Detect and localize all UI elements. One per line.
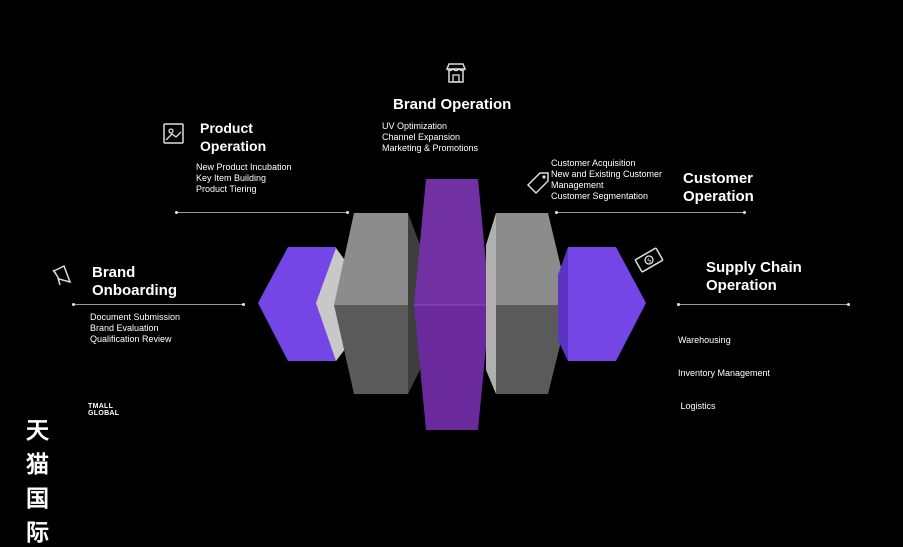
list-item: Logistics: [678, 401, 716, 411]
customer-operation-title-line-2: Operation: [683, 188, 754, 205]
list-item: Warehousing: [678, 335, 731, 345]
list-item: Channel Expansion: [382, 132, 461, 142]
product-operation-title: Product Operation: [200, 119, 266, 155]
left-gray-block-bottom: [334, 305, 408, 394]
supply-chain-operation-title: Supply Chain Operation: [706, 259, 802, 295]
svg-text:$: $: [646, 257, 653, 265]
logo-chinese: 天猫国际: [26, 418, 50, 546]
image-frame-icon: [163, 123, 184, 144]
list-item: Inventory Management: [678, 368, 771, 378]
supply-chain-operation-title-line-2: Operation: [706, 277, 777, 294]
customer-operation-title: Customer Operation: [683, 170, 754, 206]
price-tag-icon: [526, 172, 549, 195]
brand-onboarding-title-line-1: Brand: [92, 264, 136, 281]
center-purple-column-bottom: [414, 305, 490, 430]
logo-english: TMALL GLOBAL: [88, 403, 120, 417]
left-gray-block-top: [334, 213, 408, 305]
customer-operation-title-line-1: Customer: [683, 170, 754, 187]
supply-chain-operation-title-line-1: Supply Chain: [706, 259, 802, 276]
right-violet-cube-front: [568, 247, 646, 361]
megaphone-icon: [52, 264, 72, 286]
right-gray-block-bottom: [496, 305, 570, 394]
storefront-icon: [445, 63, 467, 83]
product-operation-list: New Product Incubation Key Item Building…: [196, 162, 292, 195]
brand-operation-list: UV Optimization Channel Expansion Market…: [382, 121, 478, 154]
left-gray-block-side: [408, 213, 420, 394]
list-item: Key Item Building: [196, 173, 267, 183]
right-gray-block-side: [486, 213, 496, 394]
right-violet-cube-side: [558, 247, 568, 361]
list-item: New and Existing Customer: [551, 169, 663, 179]
brand-operation-title: Brand Operation: [393, 96, 512, 113]
supply-chain-operation-list: Warehousing Inventory Management Logisti…: [678, 313, 770, 434]
list-item: Management: [551, 180, 604, 190]
list-item: Product Tiering: [196, 184, 257, 194]
brand-onboarding-title: Brand Onboarding: [92, 264, 177, 300]
list-item: New Product Incubation: [196, 162, 292, 172]
block-stage: [258, 179, 646, 430]
brand-onboarding-list: Document Submission Brand Evaluation Qua…: [90, 312, 180, 345]
list-item: Brand Evaluation: [90, 323, 159, 333]
customer-operation-list: Customer Acquisition New and Existing Cu…: [551, 158, 662, 202]
center-purple-column-top: [414, 179, 490, 305]
list-item: UV Optimization: [382, 121, 448, 131]
left-violet-cube-front: [258, 247, 336, 361]
product-operation-title-line-2: Operation: [200, 138, 267, 154]
product-operation-title-line-1: Product: [200, 120, 253, 136]
right-gray-block-top: [496, 213, 570, 305]
brand-onboarding-title-line-2: Onboarding: [92, 282, 177, 299]
list-item: Customer Segmentation: [551, 191, 649, 201]
list-item: Marketing & Promotions: [382, 143, 479, 153]
list-item: Qualification Review: [90, 334, 172, 344]
list-item: Document Submission: [90, 312, 181, 322]
money-bill-icon: $: [634, 247, 664, 273]
list-item: Customer Acquisition: [551, 158, 636, 168]
